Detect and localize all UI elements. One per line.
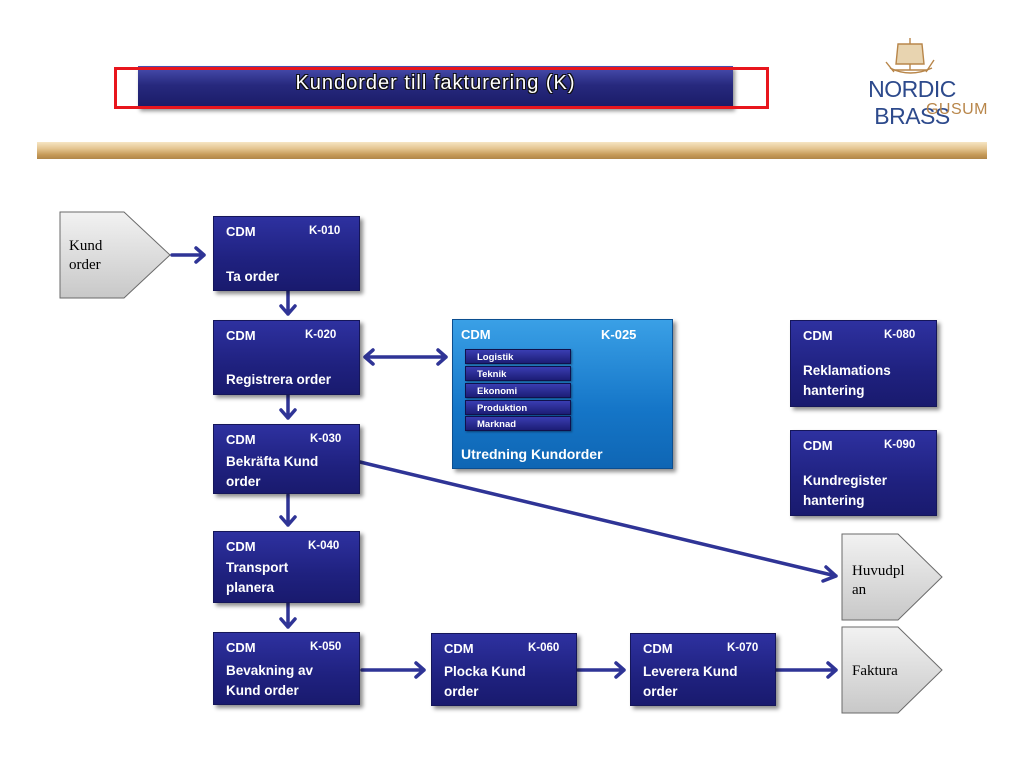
- process-k080-label-line-1: Reklamations: [803, 363, 891, 378]
- process-k030-label-line-2: order: [226, 474, 261, 489]
- process-k090-label-line-2: hantering: [803, 493, 865, 508]
- process-k040-label-line-2: planera: [226, 580, 275, 595]
- process-k020-label-line-1: Registrera order: [226, 372, 332, 387]
- process-k060-label-line-2: order: [444, 684, 479, 699]
- page-title: Kundorder till fakturering (K): [295, 72, 576, 94]
- subitem-produktion: Produktion: [465, 400, 571, 415]
- process-k040-code: K-040: [308, 540, 340, 552]
- process-k025-code: K-025: [601, 327, 637, 342]
- process-k020-cdm: CDM: [226, 328, 256, 343]
- process-k010: CDM K-010 Ta order: [213, 216, 360, 291]
- title-highlight-frame: [114, 67, 769, 109]
- process-k030: CDM K-030 Bekräfta Kund order: [213, 424, 360, 494]
- process-k050-label-line-1: Bevakning av: [226, 663, 314, 678]
- process-k010-code: K-010: [309, 225, 341, 237]
- process-k025-label: Utredning Kundorder: [461, 446, 603, 462]
- terminal-faktura-shape: [841, 626, 943, 714]
- process-k090-cdm: CDM: [803, 438, 833, 453]
- terminal-huvudplan-line-1: Huvudpl: [852, 563, 905, 579]
- process-k030-code: K-030: [310, 433, 342, 445]
- process-k025-cdm: CDM: [461, 327, 491, 342]
- process-k010-cdm: CDM: [226, 224, 256, 239]
- terminal-kundorder-line-1: Kund: [69, 238, 103, 254]
- subitem-teknik: Teknik: [465, 366, 571, 381]
- process-k040: CDM K-040 Transport planera: [213, 531, 360, 603]
- process-k070-code: K-070: [727, 642, 759, 654]
- process-k060-label-line-1: Plocka Kund: [444, 664, 526, 679]
- terminal-huvudplan-line-2: an: [852, 582, 867, 598]
- process-k025: CDM K-025 Logistik Teknik Ekonomi Produk…: [452, 319, 673, 469]
- arrow-k050-to-k060: [360, 661, 426, 679]
- process-k020: CDM K-020 Registrera order: [213, 320, 360, 395]
- process-k080-cdm: CDM: [803, 328, 833, 343]
- process-k030-cdm: CDM: [226, 432, 256, 447]
- process-k070-label-line-2: order: [643, 684, 678, 699]
- subitem-logistik: Logistik: [465, 349, 571, 364]
- subitem-ekonomi: Ekonomi: [465, 383, 571, 398]
- process-k070-label-line-1: Leverera Kund: [643, 664, 738, 679]
- logo-title: NORDIC BRASS: [868, 76, 956, 129]
- process-k050-label: Bevakning av Kund order: [226, 661, 313, 701]
- process-k060-label: Plocka Kund order: [444, 662, 526, 702]
- title-bar: Kundorder till fakturering (K): [138, 66, 733, 108]
- process-k090-label: Kundregister hantering: [803, 471, 887, 511]
- process-k070-cdm: CDM: [643, 641, 673, 656]
- process-k050-code: K-050: [310, 641, 342, 653]
- process-k010-label: Ta order: [226, 267, 279, 287]
- process-k090-label-line-1: Kundregister: [803, 473, 888, 488]
- process-k030-label: Bekräfta Kund order: [226, 452, 318, 492]
- terminal-kundorder-line-2: order: [69, 257, 101, 273]
- process-k070: CDM K-070 Leverera Kund order: [630, 633, 776, 706]
- process-k090: CDM K-090 Kundregister hantering: [790, 430, 937, 516]
- process-k040-label: Transport planera: [226, 558, 288, 598]
- arrow-k030-to-huvudplan: [358, 460, 838, 583]
- terminal-huvudplan-label: Huvudpl an: [852, 562, 905, 600]
- process-k060-cdm: CDM: [444, 641, 474, 656]
- process-k060-code: K-060: [528, 642, 560, 654]
- terminal-kundorder-shape: [59, 211, 171, 299]
- arrow-k020-to-k030: [279, 392, 297, 420]
- arrow-k010-to-k020: [279, 288, 297, 316]
- process-k090-code: K-090: [884, 439, 916, 451]
- arrow-k070-to-faktura: [774, 661, 838, 679]
- process-k040-cdm: CDM: [226, 539, 256, 554]
- process-k050-cdm: CDM: [226, 640, 256, 655]
- process-k020-code: K-020: [305, 329, 337, 341]
- arrow-k060-to-k070: [576, 661, 626, 679]
- arrow-kundorder-to-k010: [170, 246, 206, 264]
- terminal-faktura-label: Faktura: [852, 663, 898, 679]
- header-divider: [37, 142, 987, 159]
- process-k070-label: Leverera Kund order: [643, 662, 738, 702]
- terminal-huvudplan-shape: [841, 533, 943, 621]
- process-k050: CDM K-050 Bevakning av Kund order: [213, 632, 360, 705]
- viking-ship-logo-icon: [885, 38, 935, 74]
- process-k080-code: K-080: [884, 329, 916, 341]
- arrow-k040-to-k050: [279, 601, 297, 629]
- arrow-k020-k025-bidirectional: [363, 348, 448, 366]
- process-k060: CDM K-060 Plocka Kund order: [431, 633, 577, 706]
- subitem-marknad: Marknad: [465, 416, 571, 431]
- process-k080-label: Reklamations hantering: [803, 361, 891, 401]
- process-k050-label-line-2: Kund order: [226, 683, 299, 698]
- logo-subtitle: GUSUM: [925, 101, 988, 118]
- process-k030-label-line-1: Bekräfta Kund: [226, 454, 319, 469]
- process-k020-label: Registrera order: [226, 370, 331, 390]
- process-k080-label-line-2: hantering: [803, 383, 865, 398]
- process-k010-label-line-1: Ta order: [226, 269, 280, 284]
- terminal-kundorder-label: Kund order: [69, 237, 102, 275]
- process-k080: CDM K-080 Reklamations hantering: [790, 320, 937, 407]
- process-k040-label-line-1: Transport: [226, 560, 289, 575]
- arrow-k030-to-k040: [279, 493, 297, 527]
